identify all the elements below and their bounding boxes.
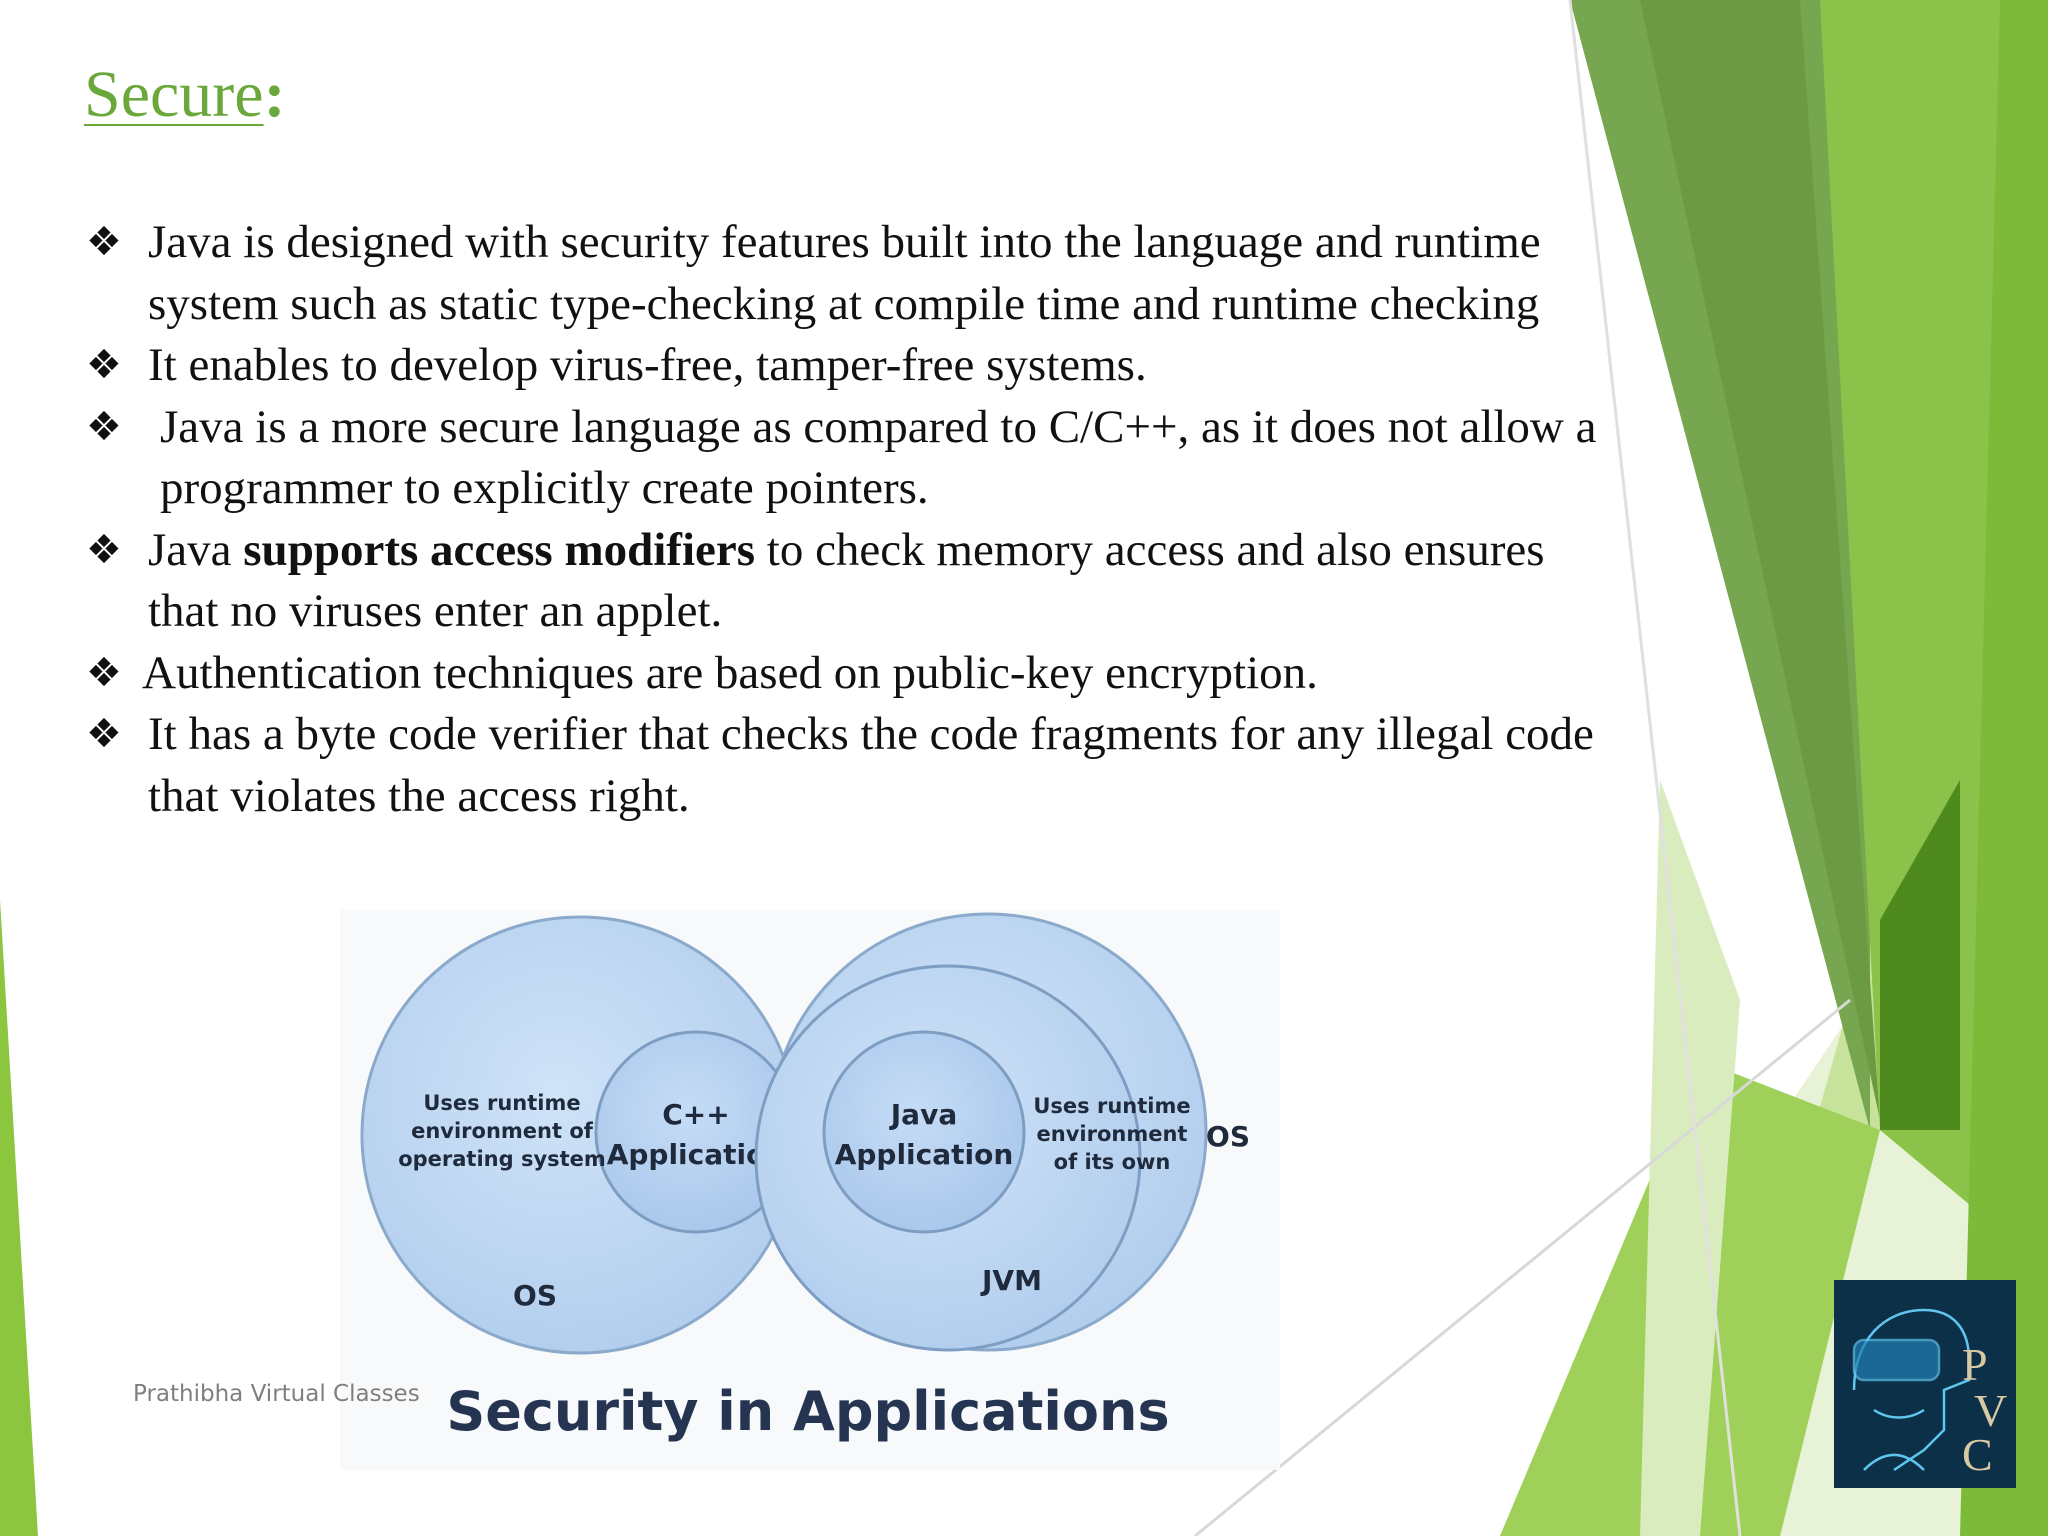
right-facet-olive (1640, 0, 1880, 1120)
right-facet-deep (1880, 780, 1960, 1130)
java-label-line2: Application (835, 1138, 1014, 1171)
logo-letter-p: P (1962, 1339, 1988, 1390)
bullet-item: ❖ Java is designed with security feature… (86, 212, 1606, 335)
diamond-bullet-icon: ❖ (86, 649, 122, 696)
bullet-text: It enables to develop virus-free, tamper… (148, 339, 1147, 391)
right-desc-line1: Uses runtime (1033, 1094, 1190, 1118)
diamond-bullet-icon: ❖ (86, 219, 122, 265)
right-facet-pale (1640, 780, 1740, 1536)
java-label-line1: Java (889, 1098, 957, 1131)
bullet-text-after: to check memory access and also ensures … (148, 523, 1545, 638)
diagonal-line (1194, 998, 1851, 1536)
bullet-list: ❖ Java is designed with security feature… (86, 212, 1606, 827)
footer-text: Prathibha Virtual Classes (133, 1381, 420, 1407)
diamond-bullet-icon: ❖ (86, 342, 122, 388)
jvm-label: JVM (980, 1264, 1042, 1297)
left-os-label: OS (513, 1279, 557, 1312)
diamond-bullet-icon: ❖ (86, 526, 122, 573)
logo-letter-c: C (1962, 1429, 1993, 1480)
security-diagram: Uses runtime environment of operating sy… (340, 910, 1280, 1470)
bullet-item: ❖ Authentication techniques are based on… (86, 643, 1606, 705)
left-desc-line1: Uses runtime (423, 1091, 580, 1115)
diagram-caption: Security in Applications (446, 1380, 1169, 1443)
bullet-text-before: Java (148, 523, 244, 576)
diamond-bullet-icon: ❖ (86, 711, 122, 757)
left-green-wedge (0, 900, 38, 1536)
diamond-bullet-icon: ❖ (86, 403, 122, 450)
cpp-label-line1: C++ (662, 1098, 729, 1131)
bullet-text: Authentication techniques are based on p… (142, 646, 1318, 699)
bullet-item: ❖ Java is a more secure language as comp… (86, 397, 1606, 520)
right-os-label: OS (1206, 1120, 1250, 1153)
bullet-item: ❖ Java supports access modifiers to chec… (86, 520, 1606, 643)
right-desc-line3: of its own (1054, 1150, 1171, 1174)
bullet-text: Java is designed with security features … (148, 216, 1541, 330)
left-desc-line2: environment of (411, 1119, 594, 1143)
diagonal-line-2 (1568, 0, 1742, 1536)
logo-letter-v: V (1974, 1385, 2007, 1436)
right-facet-bright2 (1960, 0, 2048, 1536)
bullet-text: It has a byte code verifier that checks … (148, 708, 1594, 822)
java-app-circle (822, 1030, 1026, 1234)
slide-title: Secure: (84, 58, 286, 131)
right-desc-line2: environment (1037, 1122, 1188, 1146)
bullet-text-bold: supports access modifiers (243, 523, 756, 576)
bullet-text: Java is a more secure language as compar… (160, 400, 1597, 515)
left-desc-line3: operating system (398, 1147, 606, 1171)
bullet-item: ❖ It has a byte code verifier that check… (86, 704, 1606, 827)
bullet-item: ❖ It enables to develop virus-free, tamp… (86, 335, 1606, 397)
vr-head-icon (1852, 1308, 1971, 1472)
pvc-logo: P V C (1834, 1280, 2016, 1488)
